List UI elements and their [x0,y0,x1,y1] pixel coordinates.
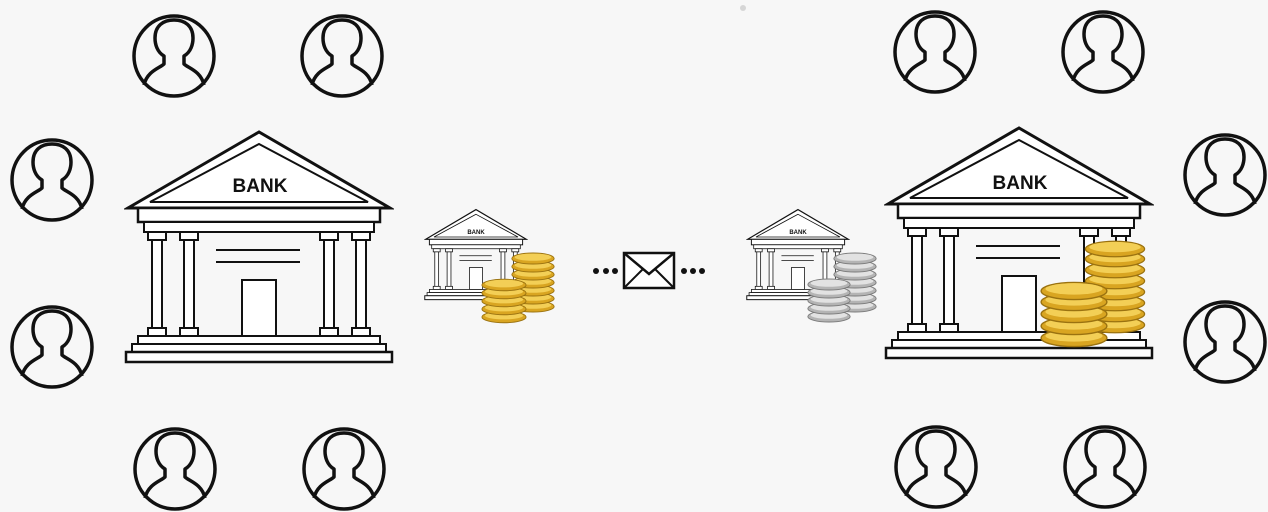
person-icon [12,307,92,387]
person-icon [1065,427,1145,507]
message-connector [593,253,705,288]
person-icon [135,429,215,509]
right-bank-label: BANK [993,173,1048,194]
right-silver-coin-stacks [808,253,876,322]
decorative-dot [740,5,746,11]
person-icon [134,16,214,96]
person-icon [896,427,976,507]
right-small-bank-label: BANK [789,230,807,236]
left-coin-stacks [482,253,554,323]
bank-building-icon [126,132,392,362]
person-icon [304,429,384,509]
left-bank-label: BANK [233,176,288,197]
left-small-bank-label: BANK [467,230,485,236]
person-icon [12,140,92,220]
person-icon [895,12,975,92]
left-bank: BANK [126,132,392,362]
envelope-icon [624,253,674,288]
person-icon [1063,12,1143,92]
person-icon [1185,302,1265,382]
person-icon [302,16,382,96]
person-icon [1185,135,1265,215]
